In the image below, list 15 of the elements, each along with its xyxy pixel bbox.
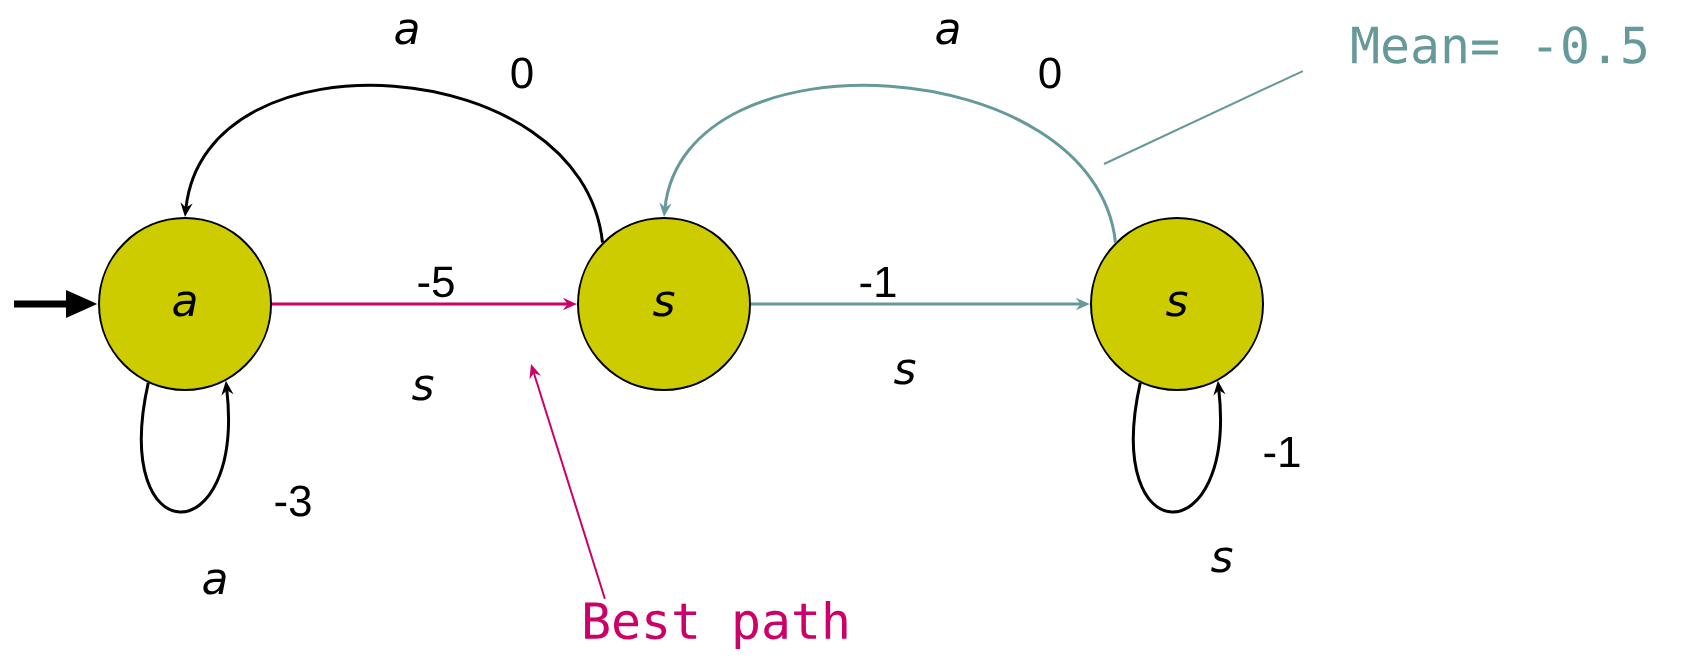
note-text: Mean= -0.5 [1352, 26, 1646, 64]
edge-label: 0 [511, 57, 533, 89]
leader-line [1103, 70, 1304, 165]
edge-label: -1 [860, 266, 896, 298]
edge-label: -1 [1264, 436, 1300, 468]
action-label: a [203, 569, 226, 595]
edge-label: -3 [275, 485, 311, 517]
note-text: Best path [585, 600, 847, 650]
edge-label: -5 [418, 266, 454, 298]
action-label: s [894, 359, 916, 385]
action-label: a [395, 19, 418, 45]
action-label: a [936, 19, 959, 45]
action-label: s [412, 375, 434, 401]
action-label: s [1211, 547, 1233, 573]
edge-label: 0 [1039, 57, 1061, 89]
